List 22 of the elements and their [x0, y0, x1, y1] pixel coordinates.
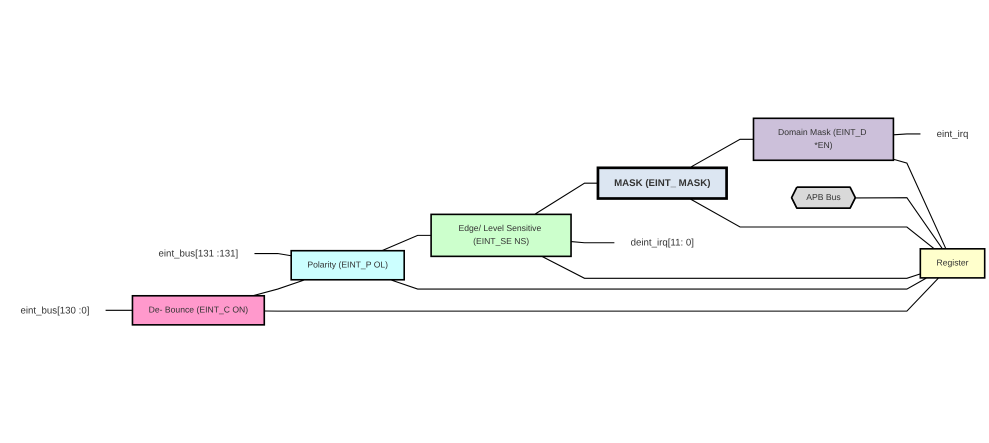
connector	[390, 276, 927, 290]
connector	[893, 158, 946, 249]
connector	[571, 240, 614, 243]
connector	[382, 234, 432, 251]
node-box: Domain Mask (EINT_D *EN)	[752, 117, 894, 161]
connector	[264, 277, 940, 312]
connector	[893, 132, 920, 135]
node-text: deint_irq[11: 0]	[630, 236, 694, 248]
connector	[534, 182, 598, 214]
node-text: eint_bus[130 :0]	[20, 304, 90, 315]
connector	[856, 196, 943, 249]
node-box: MASK (EINT_ MASK)	[596, 166, 728, 200]
node-box: Register	[920, 248, 986, 278]
connector	[254, 252, 292, 256]
connector	[542, 255, 920, 278]
node-box: Polarity (EINT_P OL)	[290, 249, 405, 280]
node-text: eint_irq	[936, 128, 968, 139]
node-box: Edge/ Level Sensitive (EINT_SE NS)	[430, 213, 572, 257]
connector	[689, 198, 935, 249]
node-text: eint_bus[131 :131]	[158, 247, 238, 258]
node-box: De- Bounce (EINT_C ON)	[132, 294, 266, 326]
connector	[106, 309, 132, 310]
